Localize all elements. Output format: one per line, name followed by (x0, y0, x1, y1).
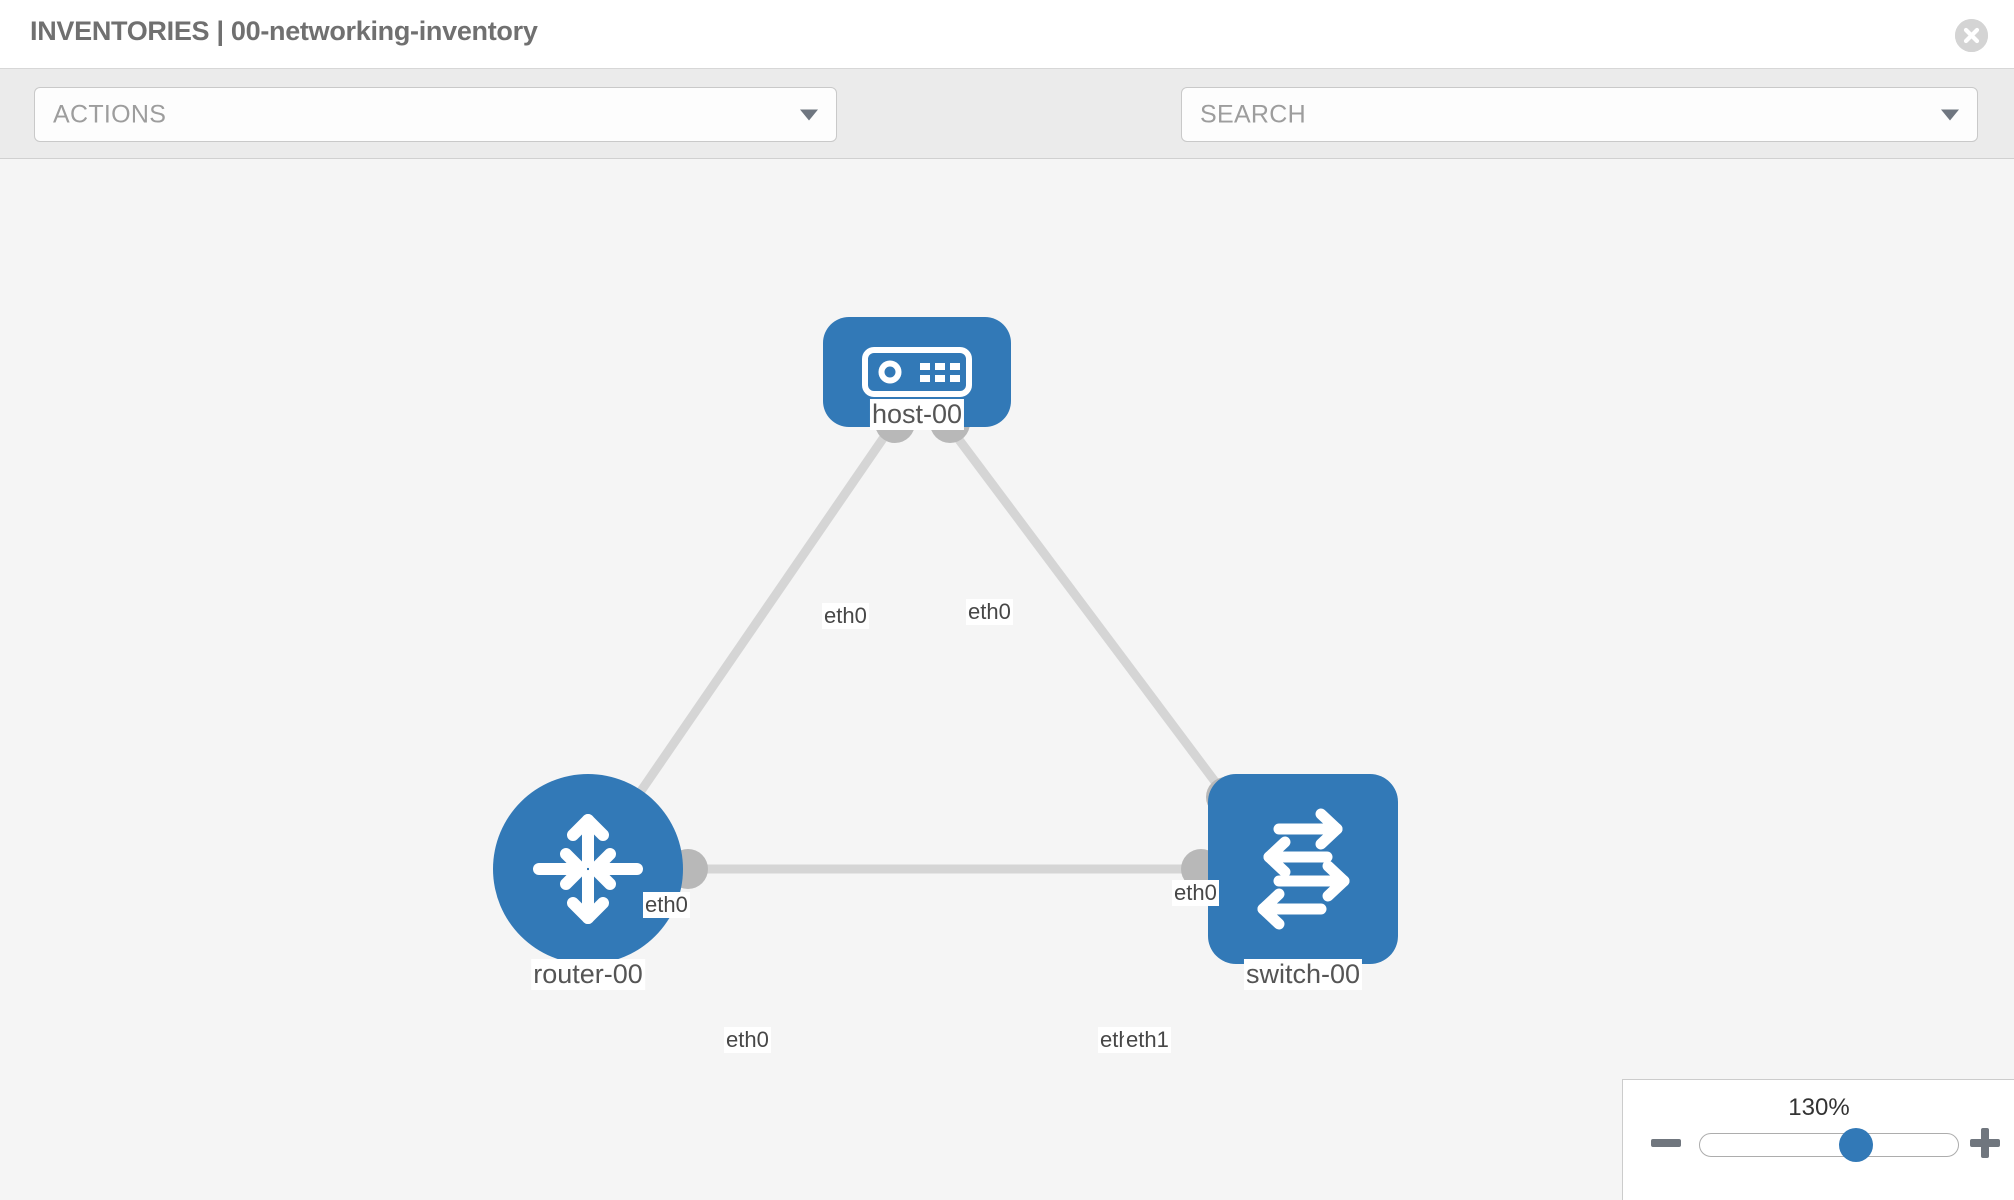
page-header: INVENTORIES | 00-networking-inventory (0, 0, 2014, 69)
close-icon[interactable] (1955, 19, 1988, 52)
zoom-slider[interactable] (1699, 1133, 1959, 1157)
chevron-down-icon[interactable] (1941, 109, 1959, 120)
router-arrows-icon (493, 774, 683, 964)
iface-label-switch-left-eth1: eth1 (1124, 1027, 1171, 1053)
node-router-00[interactable]: router-00 (493, 774, 683, 990)
iface-label-router-right: eth0 (724, 1027, 771, 1053)
node-label-host-00: host-00 (869, 399, 965, 430)
link-host-switch (941, 418, 1247, 822)
toolbar: ACTIONS SEARCH (0, 69, 2014, 205)
page-title: INVENTORIES | 00-networking-inventory (30, 16, 538, 46)
node-switch-00[interactable]: switch-00 (1208, 774, 1398, 990)
actions-dropdown[interactable]: ACTIONS (34, 87, 837, 142)
search-input-value: SEARCH (1200, 100, 1306, 128)
iface-label-router-uplink: eth0 (643, 892, 690, 918)
zoom-control-panel: 130% (1622, 1079, 2014, 1200)
search-input[interactable]: SEARCH (1181, 87, 1978, 142)
chevron-down-icon (800, 109, 818, 120)
node-label-router-00: router-00 (531, 959, 645, 990)
topology-links-layer (604, 418, 1247, 874)
topology-canvas[interactable]: host-00 (0, 159, 2014, 1200)
link-host-router (604, 418, 899, 842)
zoom-out-button[interactable] (1649, 1126, 1683, 1160)
node-label-switch-00: switch-00 (1243, 959, 1363, 990)
iface-label-switch-uplink: eth0 (1172, 880, 1219, 906)
node-host-00[interactable]: host-00 (823, 317, 1011, 430)
switch-arrows-icon (1208, 774, 1398, 964)
zoom-in-button[interactable] (1968, 1126, 2002, 1160)
iface-label-host-left: eth0 (822, 603, 869, 629)
zoom-slider-thumb[interactable] (1839, 1128, 1874, 1162)
zoom-level-label: 130% (1788, 1094, 1850, 1121)
iface-label-host-right: eth0 (966, 599, 1013, 625)
actions-dropdown-label: ACTIONS (53, 100, 167, 128)
